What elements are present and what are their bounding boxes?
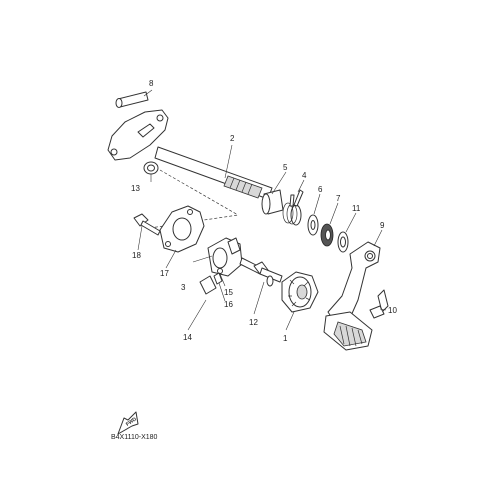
part-4-spring <box>282 189 304 226</box>
callout-17: 17 <box>160 269 169 278</box>
part-1-drum-segment <box>281 271 319 313</box>
callout-14: 14 <box>183 333 192 342</box>
callout-8: 8 <box>149 79 154 88</box>
part-3-shift-segment <box>207 237 263 277</box>
part-11-washer <box>337 231 349 253</box>
part-12-bolt <box>253 261 283 287</box>
callout-1: 1 <box>283 334 288 343</box>
fwd-label: FWD <box>125 416 138 428</box>
callout-15: 15 <box>224 288 233 297</box>
callout-11: 11 <box>352 204 361 213</box>
callout-10: 10 <box>388 306 397 315</box>
leader-lines <box>137 89 387 331</box>
part-15-pin <box>217 268 223 274</box>
callout-13: 13 <box>131 184 140 193</box>
callout-7: 7 <box>336 194 341 203</box>
callout-18: 18 <box>132 251 141 260</box>
alignment-lines <box>149 169 239 229</box>
callout-6: 6 <box>318 185 323 194</box>
callout-labels: 8 2 13 5 4 6 7 11 9 10 1 12 14 15 16 3 1… <box>131 79 397 343</box>
part-17-stopper-plate <box>159 205 205 253</box>
callout-9: 9 <box>380 221 385 230</box>
forward-direction-arrow: FWD <box>117 411 139 435</box>
part-13-seal <box>143 161 159 175</box>
callout-4: 4 <box>302 171 307 180</box>
part-7-oil-seal <box>320 223 334 247</box>
callout-5: 5 <box>283 163 288 172</box>
part-16-spring <box>213 272 223 285</box>
diagram-code: B4X1110-X180 <box>111 434 158 441</box>
callout-12: 12 <box>249 318 258 327</box>
part-14-plate <box>199 275 217 295</box>
callout-2: 2 <box>230 134 235 143</box>
part-6-washer <box>307 214 319 236</box>
part-8-pin <box>115 91 149 108</box>
part-18-bolt <box>133 213 161 236</box>
callout-16: 16 <box>224 300 233 309</box>
callout-3: 3 <box>181 283 186 292</box>
part-10-bolt <box>369 289 389 319</box>
part-9-shift-pedal <box>323 241 381 351</box>
